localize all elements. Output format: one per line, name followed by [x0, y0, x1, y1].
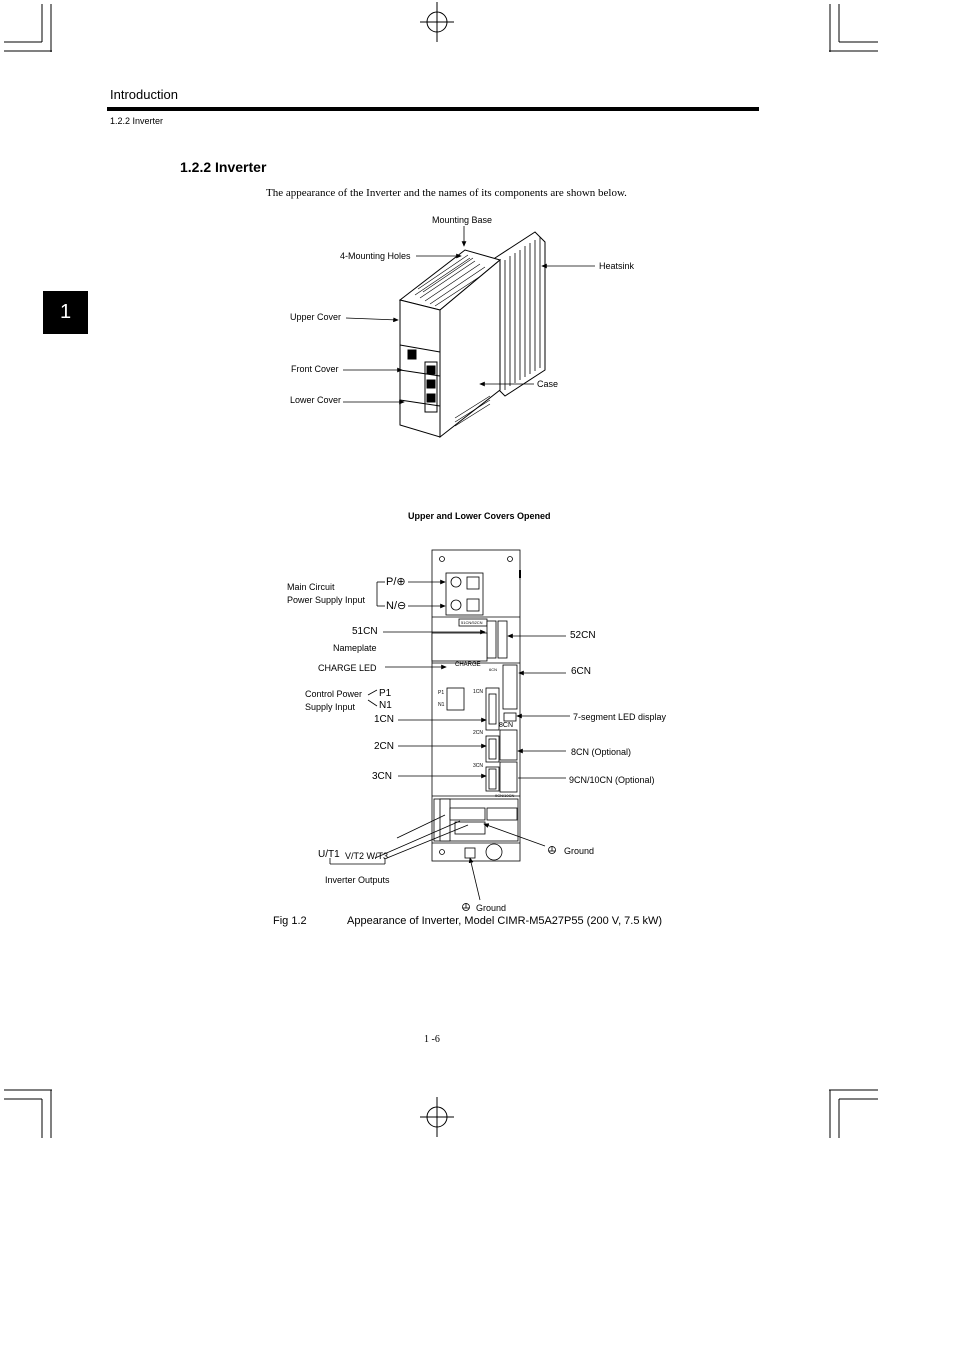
figure1-leader-lines — [343, 226, 595, 405]
crop-mark-bottom-right — [829, 1089, 878, 1138]
label-main-circuit-1: Main Circuit — [287, 582, 335, 592]
label-52cn: 52CN — [570, 630, 596, 641]
crop-mark-bottom-left — [4, 1089, 52, 1138]
label-51cn: 51CN — [352, 626, 378, 637]
label-p1: P1 — [379, 688, 392, 699]
inner-p1: P1 — [438, 690, 445, 696]
inverter-isometric-drawing — [398, 231, 546, 439]
label-inverter-outputs: Inverter Outputs — [325, 875, 390, 885]
figure-caption-text: Appearance of Inverter, Model CIMR-M5A27… — [347, 915, 663, 927]
inner-6cn: 6CN — [489, 667, 498, 672]
section-title: 1.2.2 Inverter — [180, 159, 267, 175]
inner-8cn: 8CN — [499, 722, 514, 729]
label-2cn: 2CN — [374, 741, 395, 752]
label-case: Case — [537, 379, 559, 389]
header-subsection: 1.2.2 Inverter — [110, 116, 164, 126]
intro-paragraph: The appearance of the Inverter and the n… — [266, 187, 627, 199]
label-ground-right: Ground — [564, 846, 595, 856]
inner-3cn: 3CN — [473, 763, 484, 769]
crop-mark-top-left — [4, 4, 52, 52]
label-nameplate: Nameplate — [333, 643, 377, 653]
inner-51cn-52cn: 51CN/52CN — [461, 620, 483, 625]
label-ut1: U/T1 — [318, 849, 340, 860]
registration-target-bottom — [420, 1097, 454, 1137]
crop-mark-top-right — [829, 4, 878, 52]
label-ground-bottom: Ground — [476, 903, 507, 913]
label-main-circuit-2: Power Supply Input — [287, 595, 366, 605]
inner-charge: CHARGE — [455, 662, 481, 668]
label-n-terminal: N/⊖ — [386, 600, 407, 612]
header-section: Introduction — [110, 87, 178, 102]
label-control-power-1: Control Power — [305, 689, 363, 699]
label-7seg-led: 7-segment LED display — [573, 712, 667, 722]
label-upper-cover: Upper Cover — [290, 312, 342, 322]
figure2-leader-lines — [329, 579, 570, 911]
figure-caption-number: Fig 1.2 — [273, 915, 307, 927]
registration-target-top — [420, 2, 454, 42]
label-mounting-holes: 4-Mounting Holes — [340, 251, 411, 261]
inner-2cn: 2CN — [473, 730, 484, 736]
label-8cn: 8CN (Optional) — [571, 747, 632, 757]
page-number: 1 -6 — [424, 1034, 440, 1045]
inner-1cn: 1CN — [473, 689, 484, 695]
label-charge-led: CHARGE LED — [318, 663, 377, 673]
inverter-open-drawing — [431, 549, 521, 862]
label-front-cover: Front Cover — [291, 364, 339, 374]
chapter-tab: 1 — [43, 291, 88, 334]
label-9cn-10cn: 9CN/10CN (Optional) — [569, 775, 655, 785]
figure2-caption: Upper and Lower Covers Opened — [408, 511, 551, 521]
label-1cn: 1CN — [374, 714, 395, 725]
label-control-power-2: Supply Input — [305, 702, 356, 712]
label-p-terminal: P/⊕ — [386, 576, 406, 588]
label-3cn: 3CN — [372, 771, 393, 782]
inner-n1: N1 — [438, 702, 445, 708]
header-rule — [107, 107, 759, 111]
label-6cn: 6CN — [571, 666, 592, 677]
label-n1: N1 — [379, 700, 392, 711]
label-vt2-wt3: V/T2 W/T3 — [345, 851, 389, 861]
label-lower-cover: Lower Cover — [290, 395, 342, 405]
label-heatsink: Heatsink — [599, 261, 635, 271]
inner-9cn-10cn: 9CN/10CN — [495, 793, 515, 798]
label-mounting-base: Mounting Base — [432, 215, 493, 225]
